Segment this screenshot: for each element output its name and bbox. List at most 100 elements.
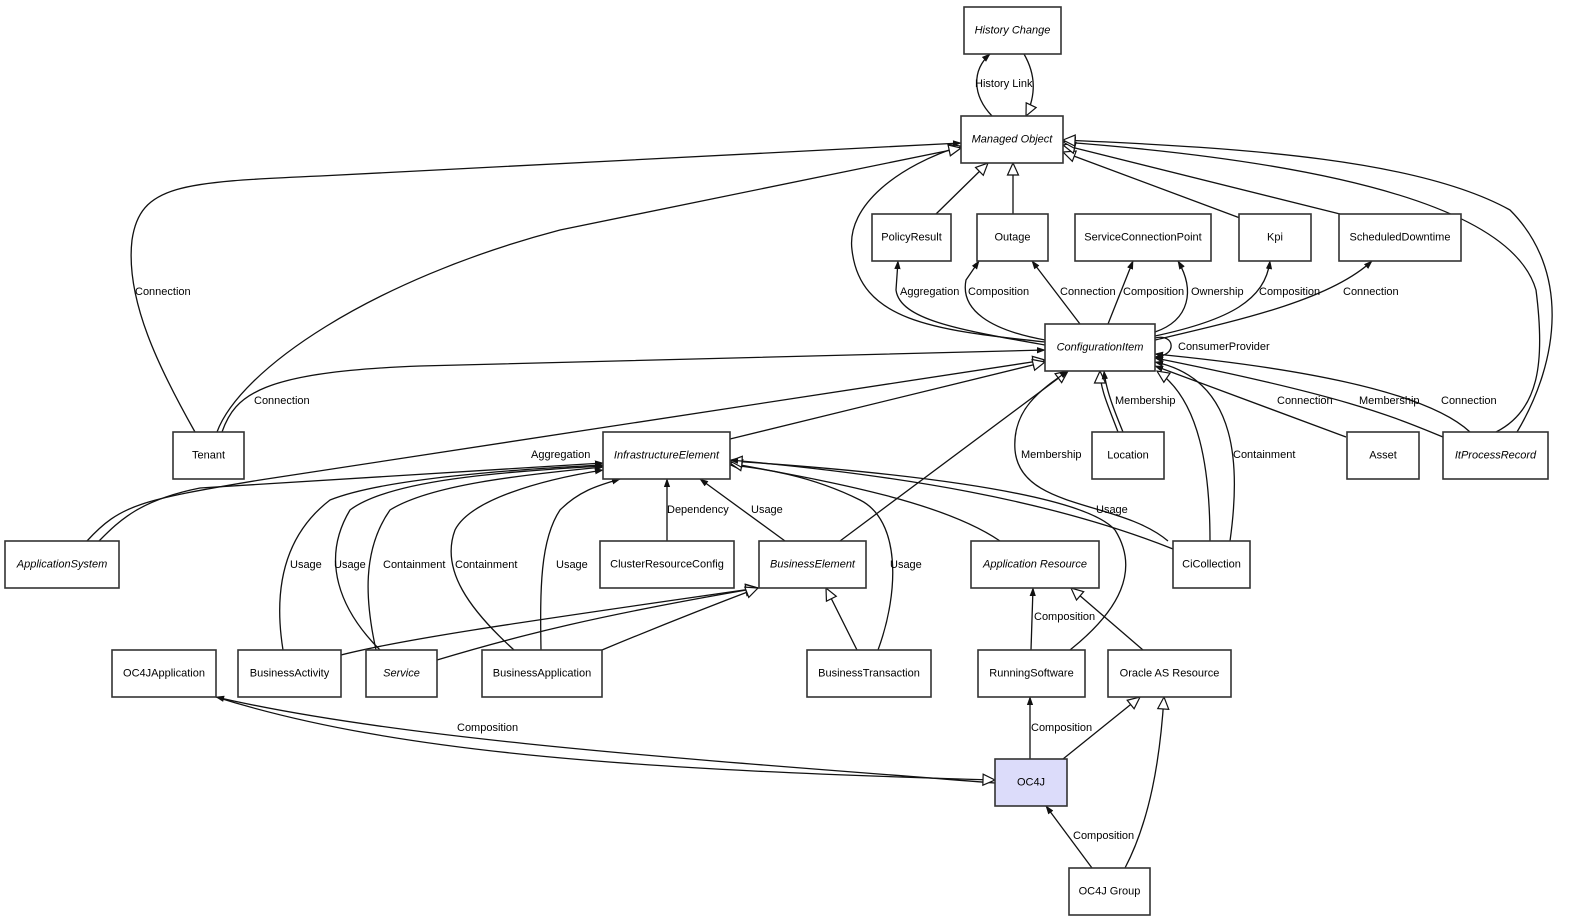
class-node-service-connection-point[interactable]: ServiceConnectionPoint xyxy=(1074,213,1212,262)
class-box[interactable] xyxy=(1091,431,1165,480)
class-node-oc4j-application[interactable]: OC4JApplication xyxy=(111,649,217,698)
class-node-configuration-item[interactable]: ConfigurationItem xyxy=(1044,323,1156,372)
edge-application-system-to-configuration-item xyxy=(86,360,1045,542)
class-box[interactable] xyxy=(1068,867,1151,916)
edge-asset-to-managed-object xyxy=(1063,142,1541,433)
class-box[interactable] xyxy=(172,431,245,480)
edge-oc4j-group-to-oc4j xyxy=(1045,805,1093,869)
class-box[interactable] xyxy=(111,649,217,698)
edge-label: Membership xyxy=(1021,449,1082,461)
class-name: InfrastructureElement xyxy=(614,449,720,461)
class-node-managed-object[interactable]: Managed Object xyxy=(960,115,1064,164)
inheritance-connector xyxy=(1063,152,1241,219)
inheritance-connector xyxy=(86,360,1045,542)
association-connector xyxy=(98,460,604,542)
edge-label: Containment xyxy=(455,559,517,571)
association-connector xyxy=(1154,260,1273,337)
class-node-running-software[interactable]: RunningSoftware xyxy=(977,649,1086,698)
class-node-oc4j[interactable]: OC4J xyxy=(994,758,1068,807)
association-connector xyxy=(279,462,604,651)
inheritance-connector xyxy=(1071,588,1144,651)
class-node-it-process-record[interactable]: ItProcessRecord xyxy=(1442,431,1549,480)
class-node-history-change[interactable]: History Change xyxy=(963,6,1062,55)
class-box[interactable] xyxy=(977,649,1086,698)
class-box[interactable] xyxy=(963,6,1062,55)
inheritance-connector xyxy=(839,371,1068,542)
class-box[interactable] xyxy=(960,115,1064,164)
association-connector xyxy=(894,260,1046,346)
edge-configuration-item-to-policy-result xyxy=(894,260,1046,346)
class-node-infrastructure-element[interactable]: InfrastructureElement xyxy=(602,431,731,480)
class-node-kpi[interactable]: Kpi xyxy=(1238,213,1312,262)
edge-label: Ownership xyxy=(1191,286,1244,298)
class-box[interactable] xyxy=(365,649,438,698)
class-node-cluster-resource-config[interactable]: ClusterResourceConfig xyxy=(599,540,735,589)
class-box[interactable] xyxy=(599,540,735,589)
class-box[interactable] xyxy=(1044,323,1156,372)
class-node-ci-collection[interactable]: CiCollection xyxy=(1172,540,1251,589)
edge-business-element-to-infrastructure-element xyxy=(699,478,786,542)
inheritance-connector xyxy=(850,146,1046,343)
class-node-application-system[interactable]: ApplicationSystem xyxy=(4,540,120,589)
edge-label: Dependency xyxy=(667,504,729,516)
association-connector xyxy=(699,478,786,542)
class-node-scheduled-downtime[interactable]: ScheduledDowntime xyxy=(1338,213,1462,262)
class-box[interactable] xyxy=(602,431,731,480)
class-box[interactable] xyxy=(806,649,932,698)
class-node-location[interactable]: Location xyxy=(1091,431,1165,480)
class-node-business-application[interactable]: BusinessApplication xyxy=(481,649,603,698)
edge-running-software-to-application-resource xyxy=(1029,587,1036,651)
class-box[interactable] xyxy=(481,649,603,698)
association-connector xyxy=(1031,260,1081,325)
class-node-asset[interactable]: Asset xyxy=(1346,431,1420,480)
association-connector xyxy=(976,53,993,117)
class-node-oc4j-group[interactable]: OC4J Group xyxy=(1068,867,1151,916)
class-box[interactable] xyxy=(1238,213,1312,262)
inheritance-connector xyxy=(601,588,758,651)
class-box[interactable] xyxy=(1107,649,1232,698)
class-box[interactable] xyxy=(976,213,1049,262)
class-box[interactable] xyxy=(758,540,867,589)
class-node-business-transaction[interactable]: BusinessTransaction xyxy=(806,649,932,698)
class-name: Service xyxy=(383,667,420,679)
class-node-tenant[interactable]: Tenant xyxy=(172,431,245,480)
class-box[interactable] xyxy=(1442,431,1549,480)
edge-running-software-to-infrastructure-element xyxy=(730,461,1127,651)
class-box[interactable] xyxy=(1172,540,1251,589)
class-box[interactable] xyxy=(871,213,952,262)
class-box[interactable] xyxy=(237,649,342,698)
class-node-policy-result[interactable]: PolicyResult xyxy=(871,213,952,262)
class-node-business-element[interactable]: BusinessElement xyxy=(758,540,867,589)
edge-it-process-record-to-configuration-item xyxy=(1154,351,1471,433)
edge-label: History Link xyxy=(975,78,1033,90)
class-node-service[interactable]: Service xyxy=(365,649,438,698)
inheritance-connector xyxy=(436,588,758,661)
edge-label: Connection xyxy=(1060,286,1116,298)
class-name: ApplicationSystem xyxy=(16,558,108,570)
class-node-oracle-as-resource[interactable]: Oracle AS Resource xyxy=(1107,649,1232,698)
edge-label: Connection xyxy=(135,286,191,298)
class-node-business-activity[interactable]: BusinessActivity xyxy=(237,649,342,698)
class-box[interactable] xyxy=(4,540,120,589)
class-node-outage[interactable]: Outage xyxy=(976,213,1049,262)
class-box[interactable] xyxy=(1346,431,1420,480)
edge-label: Connection xyxy=(254,395,310,407)
edge-configuration-item-to-service-connection-point xyxy=(1154,260,1189,333)
edge-configuration-item-to-kpi xyxy=(1154,260,1273,337)
class-node-application-resource[interactable]: Application Resource xyxy=(970,540,1100,589)
edge-label: Composition xyxy=(1073,830,1134,842)
class-box[interactable] xyxy=(1074,213,1212,262)
edge-label: Aggregation xyxy=(531,449,590,461)
edge-managed-object-to-history-change xyxy=(976,53,993,117)
association-connector xyxy=(1045,805,1093,869)
edge-infrastructure-element-to-configuration-item xyxy=(729,362,1045,440)
class-box[interactable] xyxy=(1338,213,1462,262)
edge-label: Composition xyxy=(1123,286,1184,298)
class-box[interactable] xyxy=(994,758,1068,807)
edge-oc4j-to-oracle-as-resource xyxy=(1062,697,1140,760)
edge-label: Composition xyxy=(1259,286,1320,298)
edge-business-application-to-business-element xyxy=(601,588,758,651)
class-box[interactable] xyxy=(970,540,1100,589)
inheritance-connector xyxy=(1063,140,1553,433)
